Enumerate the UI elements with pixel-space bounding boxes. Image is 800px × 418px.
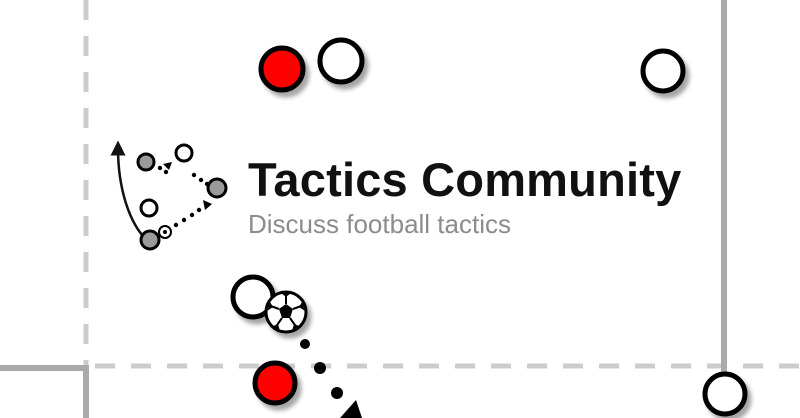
white-player-icon xyxy=(317,37,365,85)
white-player-icon xyxy=(702,371,748,417)
red-player-icon xyxy=(252,360,298,406)
brand-subtitle: Discuss football tactics xyxy=(248,209,511,239)
pass-arrow-icon xyxy=(300,339,362,418)
red-player-icon xyxy=(258,45,306,93)
brand-title: Tactics Community xyxy=(248,153,682,206)
brand-block: Tactics Community Discuss football tacti… xyxy=(108,140,708,260)
tactics-board-icon xyxy=(110,140,228,251)
pitch-corner-line xyxy=(0,365,89,418)
white-player-icon xyxy=(640,48,686,94)
soccer-ball-icon xyxy=(264,290,308,334)
